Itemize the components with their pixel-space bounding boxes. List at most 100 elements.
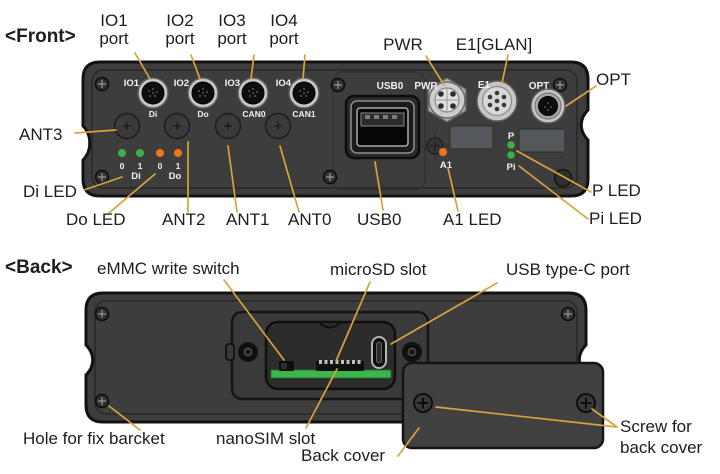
callout-line-screw-right — [591, 408, 618, 428]
callout-microsd-slot: microSD slot — [330, 260, 427, 279]
cover-screw-left — [413, 393, 433, 413]
callout-io4-line1: IO4 — [270, 11, 298, 30]
emmc-write-switch — [279, 361, 294, 371]
callout-line-screw-left — [435, 406, 618, 428]
callout-line-pwr — [425, 55, 445, 86]
callout-line-p-led — [516, 150, 592, 193]
callout-emmc-switch: eMMC write switch — [97, 259, 240, 278]
callout-line-emmc — [223, 279, 285, 361]
callout-line-ant3 — [74, 129, 117, 134]
callout-nanosim-slot: nanoSIM slot — [216, 429, 316, 448]
pwr-connector — [427, 77, 467, 123]
front-panel-inset — [91, 69, 578, 189]
callout-line-usb0 — [374, 161, 384, 211]
callout-pwr: PWR — [383, 35, 423, 54]
callout-ant1: ANT1 — [226, 210, 270, 229]
sticker-right — [518, 128, 566, 153]
callout-io2-line1: IO2 — [166, 11, 194, 30]
callout-line-io3 — [250, 54, 255, 80]
panel-label-usb0: USB0 — [377, 81, 404, 92]
antenna-caps — [113, 112, 292, 140]
panel-label-io3: IO3 — [225, 78, 240, 89]
led-group-do: Do — [169, 171, 182, 182]
callout-lines — [74, 52, 618, 457]
back-device — [84, 291, 605, 450]
callout-line-usbc — [390, 282, 498, 345]
callout-io2-line2: port — [165, 29, 195, 48]
callout-opt: OPT — [596, 70, 631, 89]
panel-label-di: Di — [149, 109, 158, 119]
panel-label-pi: Pi — [507, 162, 516, 173]
callout-io3-line1: IO3 — [218, 11, 246, 30]
callout-line-ant0 — [279, 145, 300, 213]
fiducial-mark — [421, 132, 449, 160]
led-digit-3: 1 — [176, 161, 181, 171]
pcb-strip — [270, 369, 392, 379]
panel-label-io1: IO1 — [124, 78, 140, 89]
led-digit-1: 1 — [138, 161, 143, 171]
callout-e1-glan: E1[GLAN] — [455, 35, 533, 54]
back-view-title: <Back> — [5, 257, 73, 278]
led-a1 — [439, 148, 447, 156]
back-panel-inset — [94, 300, 578, 415]
usb-type-c-port — [371, 336, 387, 369]
callout-ant2: ANT2 — [162, 210, 206, 229]
front-view-title: <Front> — [5, 26, 76, 47]
e1-connector — [476, 80, 518, 122]
callout-line-opt — [565, 85, 597, 107]
callout-io4-line2: port — [269, 29, 299, 48]
led-pi — [507, 151, 515, 159]
callout-ant0: ANT0 — [288, 210, 332, 229]
cover-screw-right — [576, 393, 596, 413]
microsd-nanosim-connector — [316, 360, 364, 371]
callout-ant3: ANT3 — [19, 125, 63, 144]
callout-screw-line2: back cover — [620, 438, 703, 457]
plate-side-tab — [225, 343, 235, 361]
callout-pi-led: Pi LED — [589, 209, 642, 228]
callout-line-pi-led — [518, 165, 589, 220]
led-do-1 — [174, 149, 182, 157]
opt-connector — [530, 88, 566, 124]
callout-io1-line1: IO1 — [100, 11, 128, 30]
led-do-0 — [156, 149, 164, 157]
led-digit-2: 0 — [158, 161, 163, 171]
callout-fix-bracket-hole: Hole for fix barcket — [23, 429, 165, 448]
callout-line-microsd — [335, 281, 371, 362]
callout-line-nanosim — [305, 368, 338, 429]
panel-label-pwr: PWR — [414, 81, 438, 92]
callout-io3-line2: port — [217, 29, 247, 48]
callout-screw-line1: Screw for — [620, 417, 692, 436]
service-plate — [225, 310, 430, 401]
back-corner-screws — [94, 306, 576, 409]
callout-a1-led: A1 LED — [443, 210, 502, 229]
panel-label-can1: CAN1 — [292, 109, 315, 119]
callout-line-io4 — [302, 54, 306, 80]
callout-p-led: P LED — [592, 181, 641, 200]
io1-connector — [137, 77, 169, 109]
callout-line-di-led — [83, 176, 123, 191]
callout-line-io2 — [190, 54, 201, 80]
recess-top-notch — [319, 322, 341, 329]
callout-line-hole — [108, 405, 141, 431]
callout-do-led: Do LED — [66, 210, 126, 229]
io3-connector — [237, 77, 269, 109]
back-cover — [401, 361, 605, 450]
callout-line-ant1 — [227, 145, 238, 213]
front-device: IO1 IO2 IO3 IO4 Di Do CAN0 CAN1 0 1 0 — [81, 60, 590, 198]
callout-io1-line2: port — [99, 29, 129, 48]
io4-connector — [288, 77, 320, 109]
led-digit-0: 0 — [120, 161, 125, 171]
panel-label-p: P — [508, 131, 515, 142]
panel-label-a1: A1 — [440, 160, 453, 171]
io2-connector — [187, 77, 219, 109]
front-edge-hole — [553, 168, 573, 188]
panel-label-opt: OPT — [529, 81, 550, 92]
callout-line-a1-led — [447, 167, 459, 212]
callout-line-io1 — [134, 52, 151, 80]
panel-label-io2: IO2 — [174, 78, 189, 89]
